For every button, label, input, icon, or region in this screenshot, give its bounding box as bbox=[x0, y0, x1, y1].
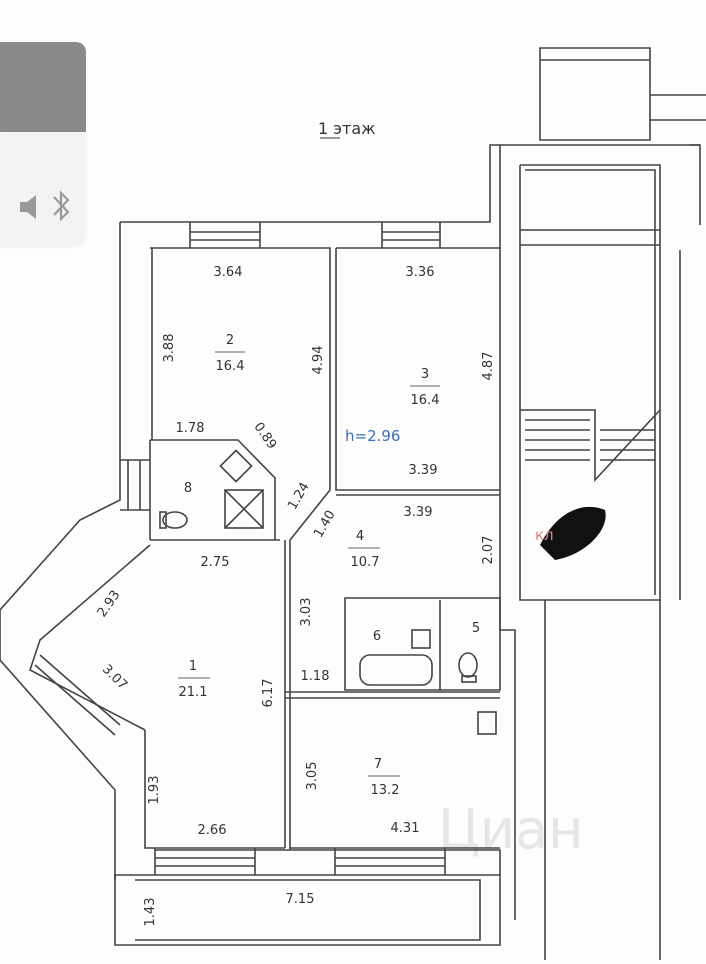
dimension-label: 3.88 bbox=[162, 334, 177, 363]
room-number-2: 2 bbox=[226, 333, 234, 348]
dimension-label: 4.31 bbox=[391, 821, 420, 836]
dimension-label: 4.87 bbox=[481, 352, 496, 381]
dimension-label: 1.93 bbox=[147, 776, 162, 805]
dimension-label: 3.39 bbox=[409, 463, 438, 478]
dimension-label: 1.24 bbox=[285, 480, 312, 513]
dimension-label: 3.05 bbox=[305, 762, 320, 791]
redaction-blot bbox=[540, 506, 606, 560]
dimension-label: 3.03 bbox=[299, 598, 314, 627]
walls bbox=[0, 47, 706, 960]
dimension-label: 3.39 bbox=[404, 505, 433, 520]
ceiling-height-note: h=2.96 bbox=[345, 427, 400, 445]
room-area-3: 16.4 bbox=[411, 393, 440, 408]
room-area-1: 21.1 bbox=[179, 685, 208, 700]
dimension-label: 7.15 bbox=[286, 892, 315, 907]
dimension-label: 1.78 bbox=[176, 421, 205, 436]
room-number-4: 4 bbox=[356, 529, 364, 544]
room-number-1: 1 bbox=[189, 659, 197, 674]
dimension-label: 2.93 bbox=[95, 588, 124, 620]
room-area-7: 13.2 bbox=[371, 783, 400, 798]
dimension-label: 1.43 bbox=[143, 898, 158, 927]
dimension-label: 2.75 bbox=[201, 555, 230, 570]
room-number-6: 6 bbox=[373, 629, 381, 644]
dimension-label: 3.64 bbox=[214, 265, 243, 280]
bluetooth-icon[interactable] bbox=[48, 188, 74, 224]
dimension-label: 1.18 bbox=[301, 669, 330, 684]
dimensions: 3.64 3.88 4.94 3.36 4.87 1.78 0.89 1.24 … bbox=[95, 265, 496, 926]
room-number-8: 8 bbox=[184, 481, 192, 496]
dimension-label: 3.07 bbox=[99, 662, 130, 693]
dimension-label: 2.66 bbox=[198, 823, 227, 838]
speaker-muted-icon[interactable] bbox=[18, 192, 48, 222]
watermark-text: Циан bbox=[438, 798, 583, 861]
room-number-7: 7 bbox=[374, 757, 382, 772]
dimension-label: 6.17 bbox=[261, 679, 276, 708]
dimension-label: 1.40 bbox=[311, 508, 338, 541]
floor-label: 1 этаж bbox=[318, 119, 376, 138]
dimension-label: 2.07 bbox=[481, 536, 496, 565]
room-number-3: 3 bbox=[421, 367, 429, 382]
room-area-4: 10.7 bbox=[351, 555, 380, 570]
room-area-2: 16.4 bbox=[216, 359, 245, 374]
dimension-label: 0.89 bbox=[250, 420, 279, 452]
dimension-label: 3.36 bbox=[406, 265, 435, 280]
notification-overlay bbox=[0, 42, 86, 132]
room-number-5: 5 bbox=[472, 621, 480, 636]
status-widget bbox=[0, 132, 86, 247]
dimension-label: 4.94 bbox=[311, 346, 326, 375]
stair-label: кл bbox=[535, 526, 554, 544]
